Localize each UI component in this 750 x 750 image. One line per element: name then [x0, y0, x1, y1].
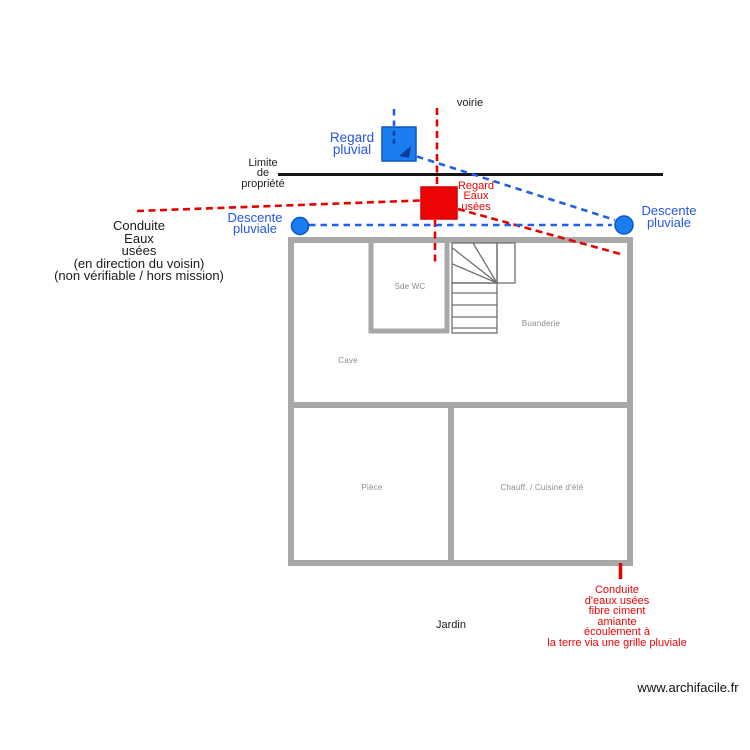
archifacile-watermark: www.archifacile.fr: [637, 680, 739, 695]
conduite-bottom-line: d'eaux usées: [584, 594, 650, 607]
regard-eaux-usees-label: Regard Eaux usées: [457, 180, 495, 213]
building-walls: [288, 237, 633, 566]
regard-to-descente-line: [405, 151, 616, 222]
conduite-eaux-usees-left-label: Conduite Eaux usées (en direction du voi…: [54, 218, 224, 283]
conduite-eaux-usees-voisin-line: [136, 199, 421, 213]
regard-eaux-usees-square: [420, 186, 458, 220]
conduite-left-line: Conduite: [112, 218, 166, 233]
eaux-usees-diagonal-line: [457, 207, 625, 257]
jardin-label: Jardin: [436, 619, 466, 631]
conduite-left-line: Eaux: [124, 230, 154, 246]
stair-steps: [452, 292, 497, 329]
eaux-usees-network: [136, 108, 625, 263]
descente-left-line: Descente: [227, 210, 283, 225]
descente-pluviale-left-marker: [290, 216, 310, 236]
room-label-sde-wc: Sde WC: [394, 282, 426, 291]
outer-wall: [288, 237, 633, 566]
room-label-chauff-cuisine: Chauff. / Cuisine d'été: [500, 483, 584, 492]
room-label-piece: Pièce: [361, 483, 383, 492]
conduite-bottom-line: Conduite: [594, 584, 640, 596]
conduite-bottom-line: amiante: [597, 615, 637, 628]
regard-pluvial-line: Regard: [329, 130, 375, 145]
regard-eaux-line: usées: [461, 200, 491, 213]
limite-line: propriété: [241, 177, 285, 190]
descente-pluviale-right-marker: [614, 215, 634, 235]
regard-eaux-line: Regard: [457, 180, 495, 192]
voirie-label: voirie: [456, 97, 484, 109]
conduite-bottom-line: la terre via une grille pluviale: [547, 636, 687, 649]
descente-right-line: Descente: [641, 203, 697, 218]
flow-arrow-icon: [399, 146, 411, 158]
stair-upper-flight: [496, 242, 516, 284]
regard-eaux-line: Eaux: [463, 190, 489, 203]
conduite-left-line: (en direction du voisin): [73, 255, 205, 271]
regard-pluvial-label: Regard pluvial: [329, 130, 375, 158]
limite-line: Limite: [248, 157, 278, 169]
stair-lower-flight: [451, 282, 498, 334]
room-label-buanderie: Buanderie: [521, 319, 561, 328]
staircase: [451, 242, 516, 334]
descente-left-line: pluviale: [232, 221, 278, 236]
room-label-cave: Cave: [338, 356, 358, 365]
stair-winder-treads: [452, 242, 498, 284]
conduite-bottom-line: écoulement à: [583, 626, 651, 639]
conduite-eaux-usees-bottom-label: Conduite d'eaux usées fibre ciment amian…: [547, 585, 686, 649]
conduite-left-line: usées: [121, 243, 157, 258]
conduite-bottom-line: fibre ciment: [588, 605, 646, 618]
descente-pluviale-left-label: Descente pluviale: [227, 210, 283, 236]
limite-propriete-label: Limite de propriété: [241, 157, 285, 190]
regard-pluvial-square: [381, 126, 417, 162]
conduite-left-line: (non vérifiable / hors mission): [54, 268, 224, 283]
limite-line: de: [256, 167, 270, 180]
pluvial-network: [309, 109, 616, 227]
descente-right-line: pluviale: [646, 214, 692, 230]
descente-pluviale-right-label: Descente pluviale: [641, 203, 697, 230]
regard-pluvial-line: pluvial: [332, 142, 372, 158]
